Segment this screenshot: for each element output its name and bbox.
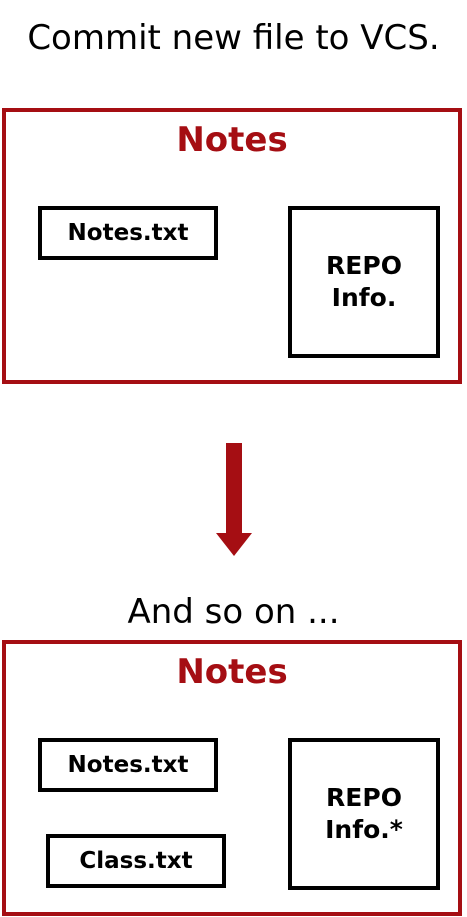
repo-info-label: Info. xyxy=(331,283,397,312)
repo-info-box: REPO Info.* xyxy=(288,738,440,890)
folder-title: Notes xyxy=(176,120,288,160)
arrow-down-icon xyxy=(216,443,252,556)
notes-folder-before: Notes Notes.txt REPO Info. xyxy=(2,108,462,384)
file-notes-txt: Notes.txt xyxy=(38,206,218,260)
repo-label: REPO xyxy=(326,783,402,812)
notes-folder-after: Notes Notes.txt Class.txt REPO Info.* xyxy=(2,640,462,916)
folder-title: Notes xyxy=(176,652,288,692)
middle-caption: And so on ... xyxy=(127,592,340,632)
file-class-txt: Class.txt xyxy=(46,834,226,888)
top-caption: Commit new file to VCS. xyxy=(27,18,440,58)
repo-info-label: Info.* xyxy=(325,815,403,844)
repo-label: REPO xyxy=(326,251,402,280)
file-notes-txt: Notes.txt xyxy=(38,738,218,792)
repo-info-box: REPO Info. xyxy=(288,206,440,358)
